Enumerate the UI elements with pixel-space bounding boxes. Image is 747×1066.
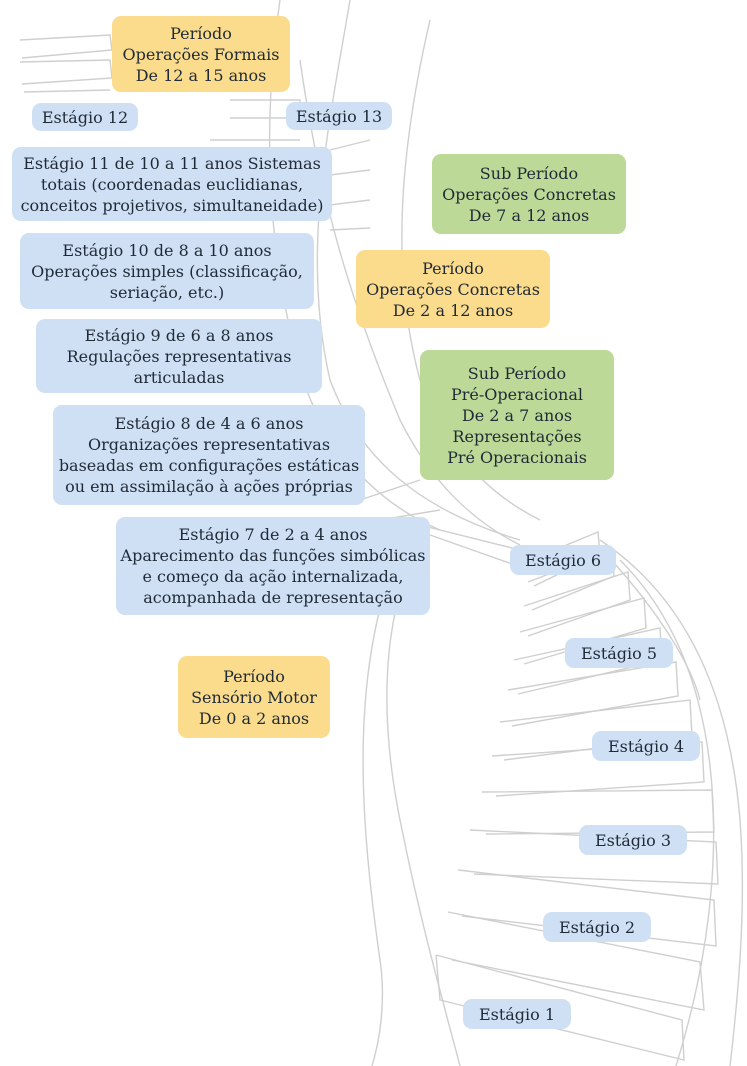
stage-7: Estágio 7 de 2 a 4 anos Aparecimento das…: [116, 517, 430, 615]
stage-13: Estágio 13: [286, 102, 392, 130]
stage-11-line-1: Estágio 11 de 10 a 11 anos Sistemas: [23, 153, 321, 173]
stage-2: Estágio 2: [543, 912, 651, 942]
stage-10-line-1: Estágio 10 de 8 a 10 anos: [62, 240, 272, 260]
stage-10-line-3: seriação, etc.): [109, 282, 225, 302]
stage-6: Estágio 6: [510, 545, 616, 575]
subperiod-concrete-operations: Sub Período Operações Concretas De 7 a 1…: [432, 154, 626, 234]
subperiod-preop-line-2: Pré-Operacional: [451, 384, 583, 404]
stage-7-line-1: Estágio 7 de 2 a 4 anos: [178, 525, 368, 544]
stage-9: Estágio 9 de 6 a 8 anos Regulações repre…: [36, 319, 322, 393]
stage-12-label: Estágio 12: [41, 107, 129, 127]
period-sensorimotor: Período Sensório Motor De 0 a 2 anos: [178, 656, 330, 738]
stage-2-label: Estágio 2: [558, 917, 636, 937]
stage-4-label: Estágio 4: [607, 736, 685, 756]
stage-9-line-3: articuladas: [133, 367, 225, 387]
stage-11: Estágio 11 de 10 a 11 anos Sistemas tota…: [12, 147, 332, 221]
period-concrete-line-2: Operações Concretas: [366, 279, 540, 299]
rail-curve-1: [599, 547, 701, 701]
stage-1-label: Estágio 1: [478, 1004, 556, 1024]
lower-steps: [435, 530, 719, 1061]
subperiod-preop-line-1: Sub Período: [467, 363, 567, 383]
stage-12: Estágio 12: [32, 103, 138, 131]
period-formal-operations: Período Operações Formais De 12 a 15 ano…: [112, 16, 290, 92]
rail-inner-1: [386, 539, 461, 1066]
stage-6-label: Estágio 6: [524, 550, 602, 570]
subperiod-preop-line-4: Representações: [452, 426, 582, 446]
period-sensorimotor-line-1: Período: [223, 666, 285, 686]
period-sensorimotor-line-2: Sensório Motor: [191, 687, 317, 707]
period-formal-line-2: Operações Formais: [122, 44, 280, 64]
stage-5-label: Estágio 5: [580, 643, 658, 663]
stage-7-line-3: e começo da ação internalizada,: [142, 567, 404, 586]
subperiod-concrete-line-2: Operações Concretas: [442, 184, 616, 204]
rail-inner-2: [362, 559, 396, 1066]
stage-8-line-3: baseadas em configurações estáticas: [58, 456, 360, 475]
stage-9-line-2: Regulações representativas: [66, 346, 292, 366]
stage-5: Estágio 5: [565, 638, 673, 668]
period-concrete-line-1: Período: [422, 258, 484, 278]
stage-1: Estágio 1: [463, 999, 571, 1029]
subperiod-concrete-line-1: Sub Período: [479, 163, 579, 183]
stage-7-line-4: acompanhada de representação: [143, 588, 403, 607]
stage-3-label: Estágio 3: [594, 830, 672, 850]
period-formal-line-1: Período: [170, 23, 232, 43]
stage-8: Estágio 8 de 4 a 6 anos Organizações rep…: [53, 405, 365, 505]
stage-8-line-2: Organizações representativas: [87, 435, 331, 454]
subperiod-concrete-line-3: De 7 a 12 anos: [468, 205, 590, 225]
stage-10: Estágio 10 de 8 a 10 anos Operações simp…: [20, 233, 314, 309]
period-formal-line-3: De 12 a 15 anos: [135, 65, 267, 85]
subperiod-preop-line-5: Pré Operacionais: [447, 447, 587, 467]
stage-7-line-2: Aparecimento das funções simbólicas: [120, 546, 426, 565]
stage-8-line-1: Estágio 8 de 4 a 6 anos: [114, 414, 304, 433]
stage-13-label: Estágio 13: [295, 106, 383, 126]
stage-11-line-2: totais (coordenadas euclidianas,: [40, 174, 304, 194]
subperiod-preop-line-3: De 2 a 7 anos: [461, 405, 573, 425]
rail-outer-2: [619, 559, 715, 1066]
subperiod-preoperational: Sub Período Pré-Operacional De 2 a 7 ano…: [420, 350, 614, 480]
stage-3: Estágio 3: [579, 825, 687, 855]
stage-4: Estágio 4: [592, 731, 700, 761]
rail-outer-1: [599, 539, 744, 1066]
stage-11-line-3: conceitos projetivos, simultaneidade): [20, 195, 324, 215]
period-concrete-operations: Período Operações Concretas De 2 a 12 an…: [356, 250, 550, 328]
period-sensorimotor-line-3: De 0 a 2 anos: [198, 708, 310, 728]
stage-10-line-2: Operações simples (classificação,: [31, 261, 303, 281]
stage-9-line-1: Estágio 9 de 6 a 8 anos: [84, 325, 274, 345]
stage-8-line-4: ou em assimilação à ações próprias: [65, 477, 353, 496]
period-concrete-line-3: De 2 a 12 anos: [392, 300, 514, 320]
